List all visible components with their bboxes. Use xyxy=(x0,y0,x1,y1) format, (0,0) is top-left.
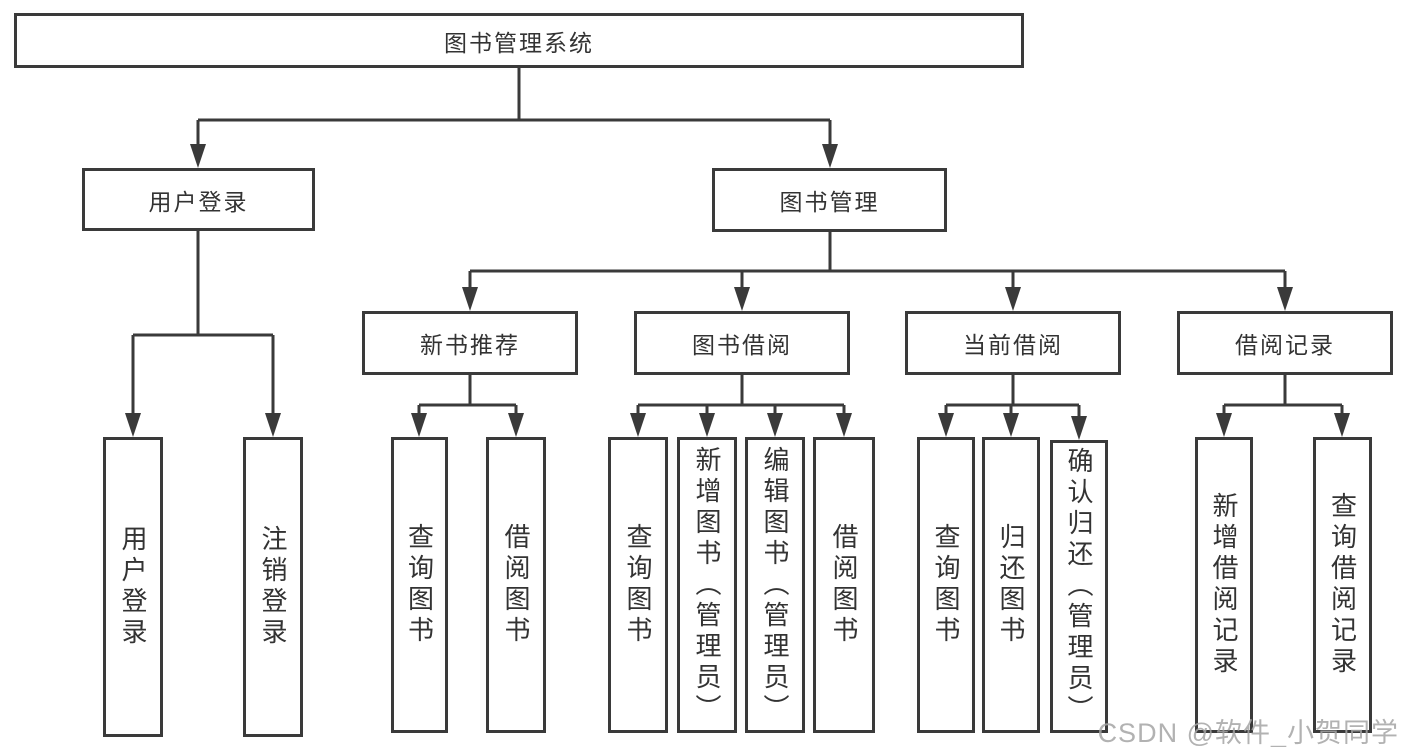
node-book-borrowing: 图书借阅 xyxy=(634,311,850,375)
leaf-confirm-return-admin: 确认归还（管理员） xyxy=(1050,440,1108,733)
leaf-query-books-recommend: 查询图书 xyxy=(391,437,448,733)
node-borrowing-records: 借阅记录 xyxy=(1177,311,1393,375)
leaf-logout: 注销登录 xyxy=(243,437,303,737)
leaf-query-books-current: 查询图书 xyxy=(917,437,975,733)
node-book-management: 图书管理 xyxy=(712,168,947,232)
watermark: CSDN @软件_小贺同学 xyxy=(1097,718,1399,747)
leaf-edit-book-admin: 编辑图书（管理员） xyxy=(745,437,805,733)
leaf-return-books: 归还图书 xyxy=(982,437,1040,733)
edge-root-to-level2 xyxy=(196,68,832,146)
node-library-management-system: 图书管理系统 xyxy=(14,13,1024,68)
leaf-add-book-admin: 新增图书（管理员） xyxy=(677,437,737,733)
edge-current-borrow-to-leaves xyxy=(944,375,1081,418)
leaf-add-borrow-record: 新增借阅记录 xyxy=(1195,437,1253,733)
edge-new-book-to-leaves xyxy=(417,375,518,415)
edge-book-mgmt-to-level3 xyxy=(468,232,1287,289)
node-user-login: 用户登录 xyxy=(82,168,315,231)
node-new-book-recommend: 新书推荐 xyxy=(362,311,578,375)
leaf-query-books-borrowing: 查询图书 xyxy=(608,437,668,733)
leaf-borrow-books-recommend: 借阅图书 xyxy=(486,437,546,733)
edge-borrow-records-to-leaves xyxy=(1222,375,1344,415)
leaf-user-login: 用户登录 xyxy=(103,437,163,737)
node-current-borrowing: 当前借阅 xyxy=(905,311,1121,375)
edge-user-login-to-leaves xyxy=(131,231,275,415)
edge-book-borrow-to-leaves xyxy=(636,375,846,415)
leaf-borrow-books-borrowing: 借阅图书 xyxy=(813,437,875,733)
leaf-query-borrow-record: 查询借阅记录 xyxy=(1313,437,1372,733)
